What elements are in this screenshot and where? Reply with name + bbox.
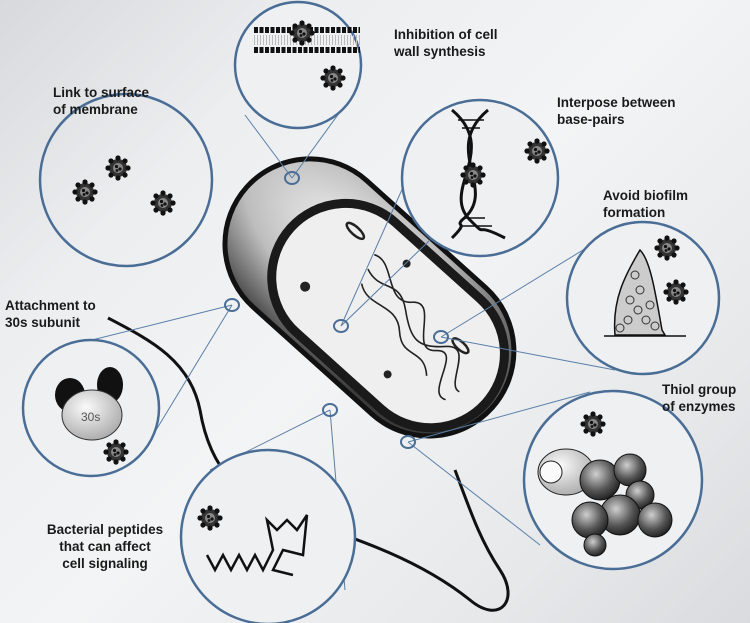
bacterium-cell <box>222 156 517 439</box>
nanoparticle-icon <box>320 65 346 91</box>
label-biofilm: Avoid biofilm formation <box>603 188 688 220</box>
dna-helix-icon <box>450 108 506 240</box>
nanoparticle-icon <box>72 179 98 205</box>
target-cell-wall <box>284 171 300 185</box>
nanoparticle-icon <box>105 155 131 181</box>
nanoparticle-icon <box>460 162 486 188</box>
label-peptides: Bacterial peptides that can affect cell … <box>46 522 164 571</box>
target-enzymes <box>400 435 416 449</box>
nanoparticle-icon <box>580 411 606 437</box>
callout-biofilm <box>565 220 721 376</box>
label-cell-wall: Inhibition of cell wall synthesis <box>394 27 498 59</box>
flagellum <box>107 316 510 612</box>
callout-dna <box>400 98 560 258</box>
target-ribosome <box>224 298 240 312</box>
callout-enzymes <box>522 389 704 571</box>
label-membrane: Link to surface of membrane <box>53 85 150 117</box>
nanoparticle-icon <box>103 439 129 465</box>
target-biofilm <box>433 330 449 344</box>
target-dna <box>333 319 349 333</box>
label-dna: Interpose between base-pairs <box>557 95 676 127</box>
enzyme-molecule-icon <box>537 448 673 557</box>
target-peptides <box>322 403 338 417</box>
nanoparticle-icon <box>197 505 223 531</box>
callout-peptides <box>179 448 357 623</box>
nanoparticle-icon <box>663 279 689 305</box>
nanoparticle-icon <box>150 190 176 216</box>
label-ribosome: Attachment to 30s subunit <box>5 298 96 330</box>
nanoparticle-icon <box>289 20 315 46</box>
svg-text:30s: 30s <box>81 410 100 424</box>
ribosome-icon: 30s <box>55 367 123 441</box>
biofilm-icon <box>613 248 667 336</box>
target-markers <box>224 171 449 449</box>
nanoparticle-icon <box>654 235 680 261</box>
callout-ribosome: 30s <box>21 338 161 478</box>
peptide-chain-icon <box>205 514 309 577</box>
callout-membrane <box>38 92 214 268</box>
callout-cell-wall <box>233 0 363 130</box>
nanoparticle-icon <box>524 138 550 164</box>
label-enzymes: Thiol group of enzymes <box>662 382 737 414</box>
